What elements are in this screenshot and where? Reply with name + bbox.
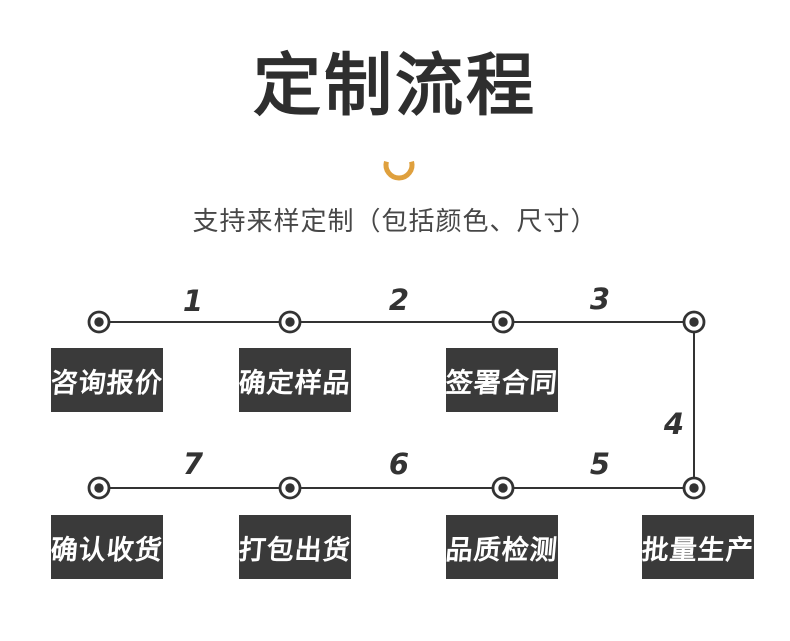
step-box-confirm-receipt: 确认收货 [49, 515, 165, 579]
step-box-label: 咨询报价 [49, 367, 165, 398]
step-box-confirm-sample: 确定样品 [237, 348, 353, 412]
step-box-label: 品质检测 [444, 534, 560, 565]
step-box-label: 确定样品 [237, 367, 353, 398]
flow-node-top-4 [682, 310, 706, 334]
step-box-label: 批量生产 [640, 534, 756, 565]
page-title: 定制流程 [252, 48, 537, 124]
segment-number-6: 6 [388, 447, 410, 481]
segment-number-4: 4 [663, 407, 685, 441]
step-box-sign-contract: 签署合同 [444, 348, 560, 412]
segment-number-7: 7 [182, 447, 204, 481]
step-box-consult-quote: 咨询报价 [49, 348, 165, 412]
flow-node-bottom-2 [278, 476, 302, 500]
flow-node-bottom-4 [682, 476, 706, 500]
segment-number-5: 5 [589, 447, 611, 481]
title-accent-arc-icon [383, 160, 415, 181]
step-box-label: 确认收货 [49, 534, 165, 565]
page-subtitle: 支持来样定制（包括颜色、尺寸） [192, 206, 598, 236]
step-box-pack-ship: 打包出货 [237, 515, 353, 579]
step-box-label: 打包出货 [237, 534, 353, 565]
segment-number-3: 3 [589, 282, 611, 316]
step-box-quality-inspection: 品质检测 [444, 515, 560, 579]
flow-node-top-2 [278, 310, 302, 334]
segment-number-1: 1 [182, 284, 204, 318]
flow-node-bottom-1 [87, 476, 111, 500]
flow-node-bottom-3 [491, 476, 515, 500]
segment-number-2: 2 [388, 283, 410, 317]
flow-node-top-3 [491, 310, 515, 334]
flow-node-top-1 [87, 310, 111, 334]
step-box-mass-production: 批量生产 [640, 515, 756, 579]
step-box-label: 签署合同 [444, 367, 560, 398]
